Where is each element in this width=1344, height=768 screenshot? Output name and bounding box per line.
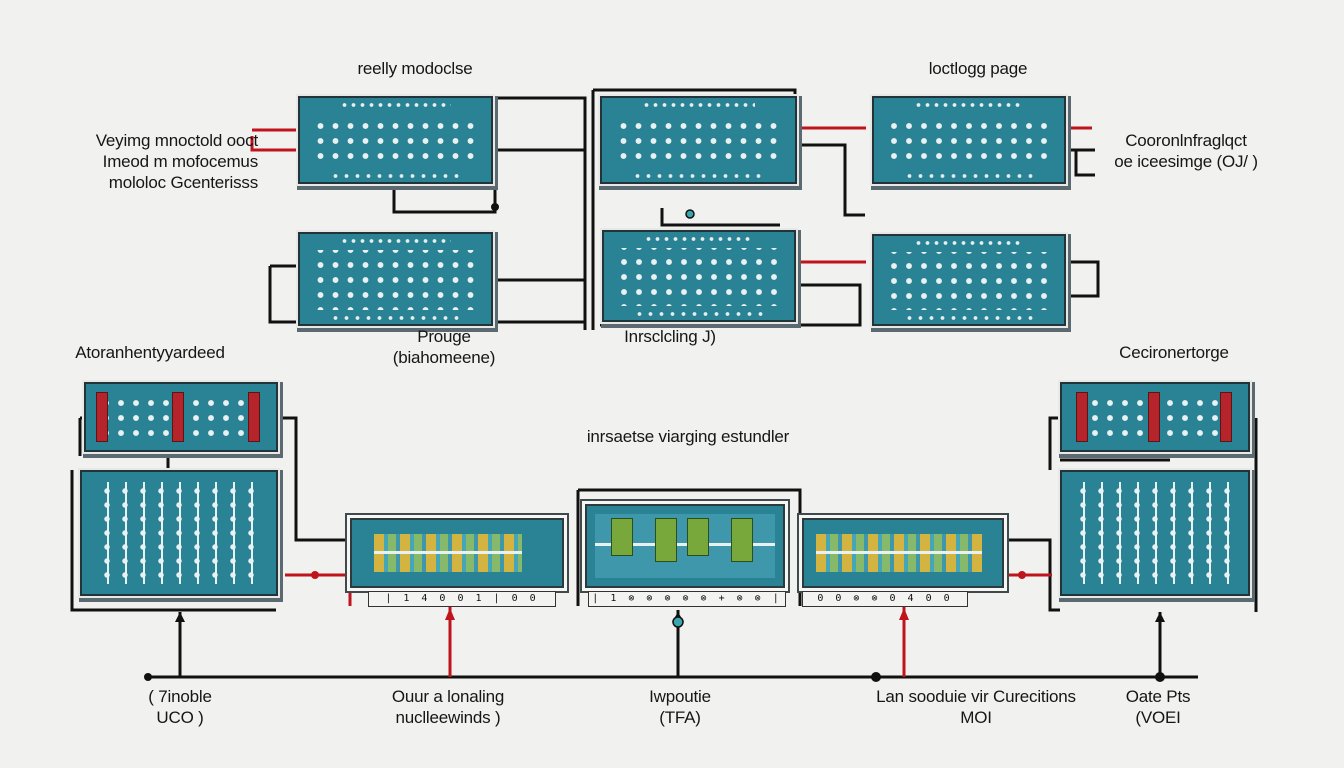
module-left xyxy=(350,518,564,588)
module-header-right xyxy=(1060,382,1250,452)
section-left-title: Atoranhentyyardeed xyxy=(75,343,225,362)
module-header-left xyxy=(84,382,278,452)
mid-center-caption: Inrsclcling J) xyxy=(624,327,716,346)
wire xyxy=(78,416,84,456)
signal-wire xyxy=(250,136,298,152)
circuit-board-top-left xyxy=(298,96,493,184)
wire xyxy=(600,283,862,327)
bottom-label-5: Oate Pts(VOEI xyxy=(1125,687,1191,727)
circuit-board-mid-right xyxy=(872,234,1066,326)
mid-left-caption: Prouge(biahomeene) xyxy=(392,327,496,367)
circuit-board-mid-center xyxy=(602,230,796,322)
wire xyxy=(1062,260,1100,298)
module-center-strip: | 1 ⊗ ⊗ ⊗ ⊗ ⊗ + ⊗ ⊗ | xyxy=(588,591,786,607)
module-left-strip: | 1 4 0 0 1 | 0 0 xyxy=(368,591,556,607)
section-right-title: Cecironertorge xyxy=(1119,343,1229,362)
wire xyxy=(1048,416,1058,470)
circuit-board-top-right xyxy=(872,96,1066,184)
top-right-title: loctlogg page xyxy=(928,59,1028,78)
fader-board-left xyxy=(80,470,278,596)
module-center xyxy=(585,504,785,588)
wire xyxy=(660,208,780,227)
wire xyxy=(392,180,497,214)
wire xyxy=(276,416,350,542)
circuit-board-top-center xyxy=(600,96,797,184)
circuit-board-mid-left xyxy=(298,232,493,326)
wire xyxy=(578,488,802,606)
fader-board-right xyxy=(1060,470,1250,596)
top-left-title: reelly modoclse xyxy=(357,59,473,78)
wire xyxy=(70,470,276,612)
wire xyxy=(795,143,865,217)
module-right xyxy=(802,518,1004,588)
module-right-strip: 0 0 ⊗ ⊗ 0 4 0 0 xyxy=(802,591,968,607)
center-title: inrsaetse viarging estundler xyxy=(586,427,790,446)
bottom-label-3: Iwpoutie(TFA) xyxy=(649,687,711,727)
wire xyxy=(1074,150,1095,177)
wire xyxy=(489,96,587,330)
